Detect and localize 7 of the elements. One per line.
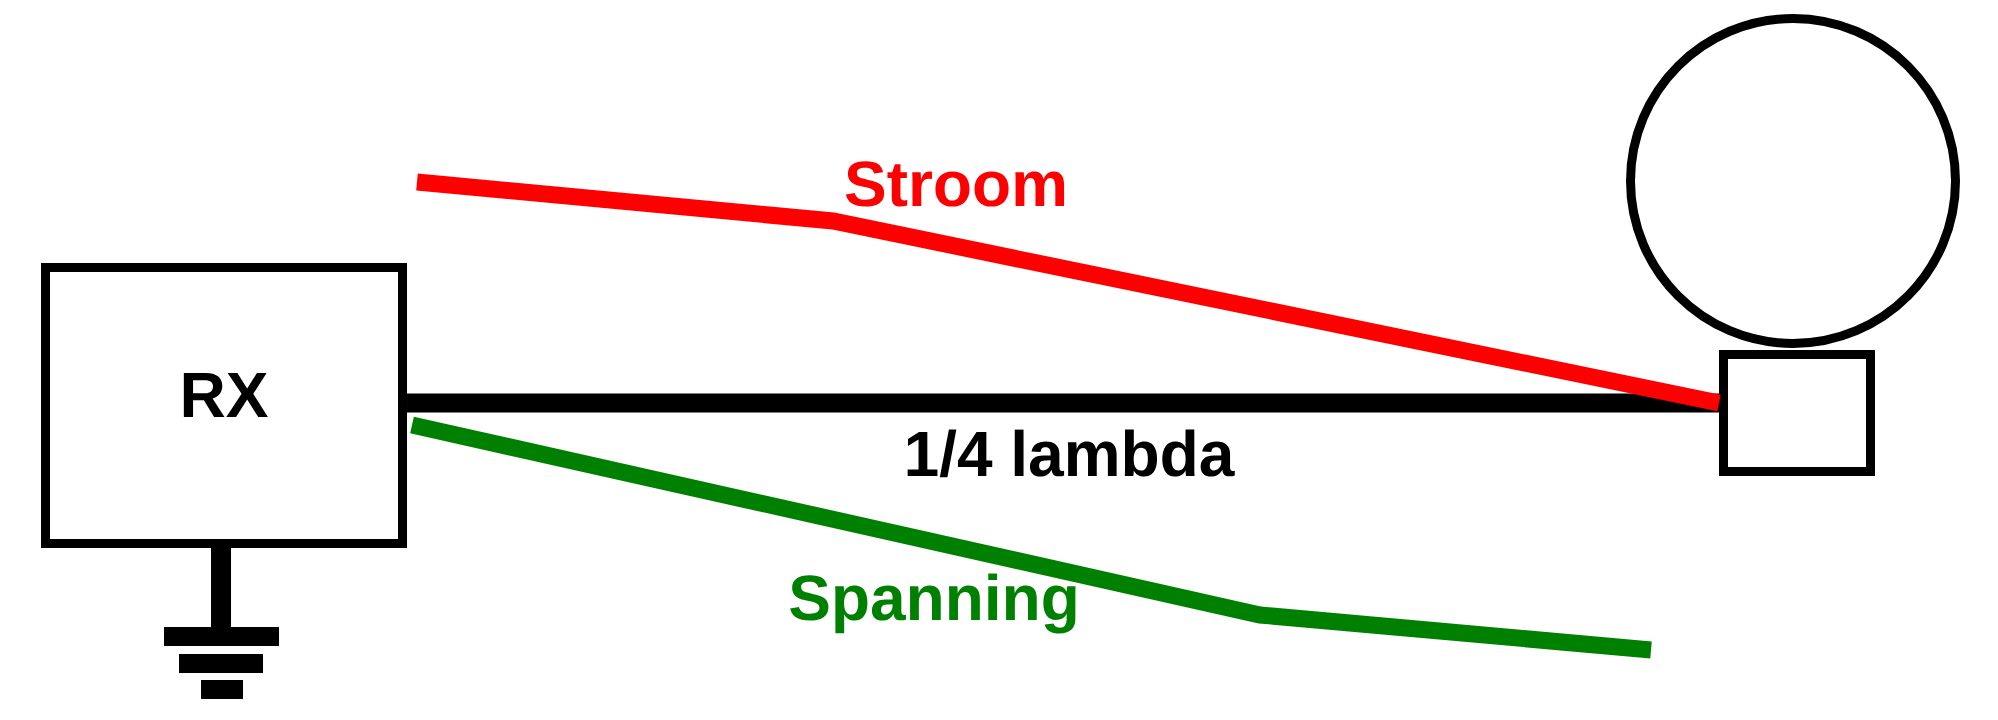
feed-line [407, 393, 1719, 413]
curve-label: Spanning [790, 573, 1076, 634]
edge-label: 1/4 lambda [901, 427, 1237, 480]
curve-label: Stroom [845, 161, 1065, 207]
loop-antenna [1626, 14, 1960, 348]
receiver-box: RX [41, 263, 407, 548]
feed-box [1719, 350, 1875, 476]
